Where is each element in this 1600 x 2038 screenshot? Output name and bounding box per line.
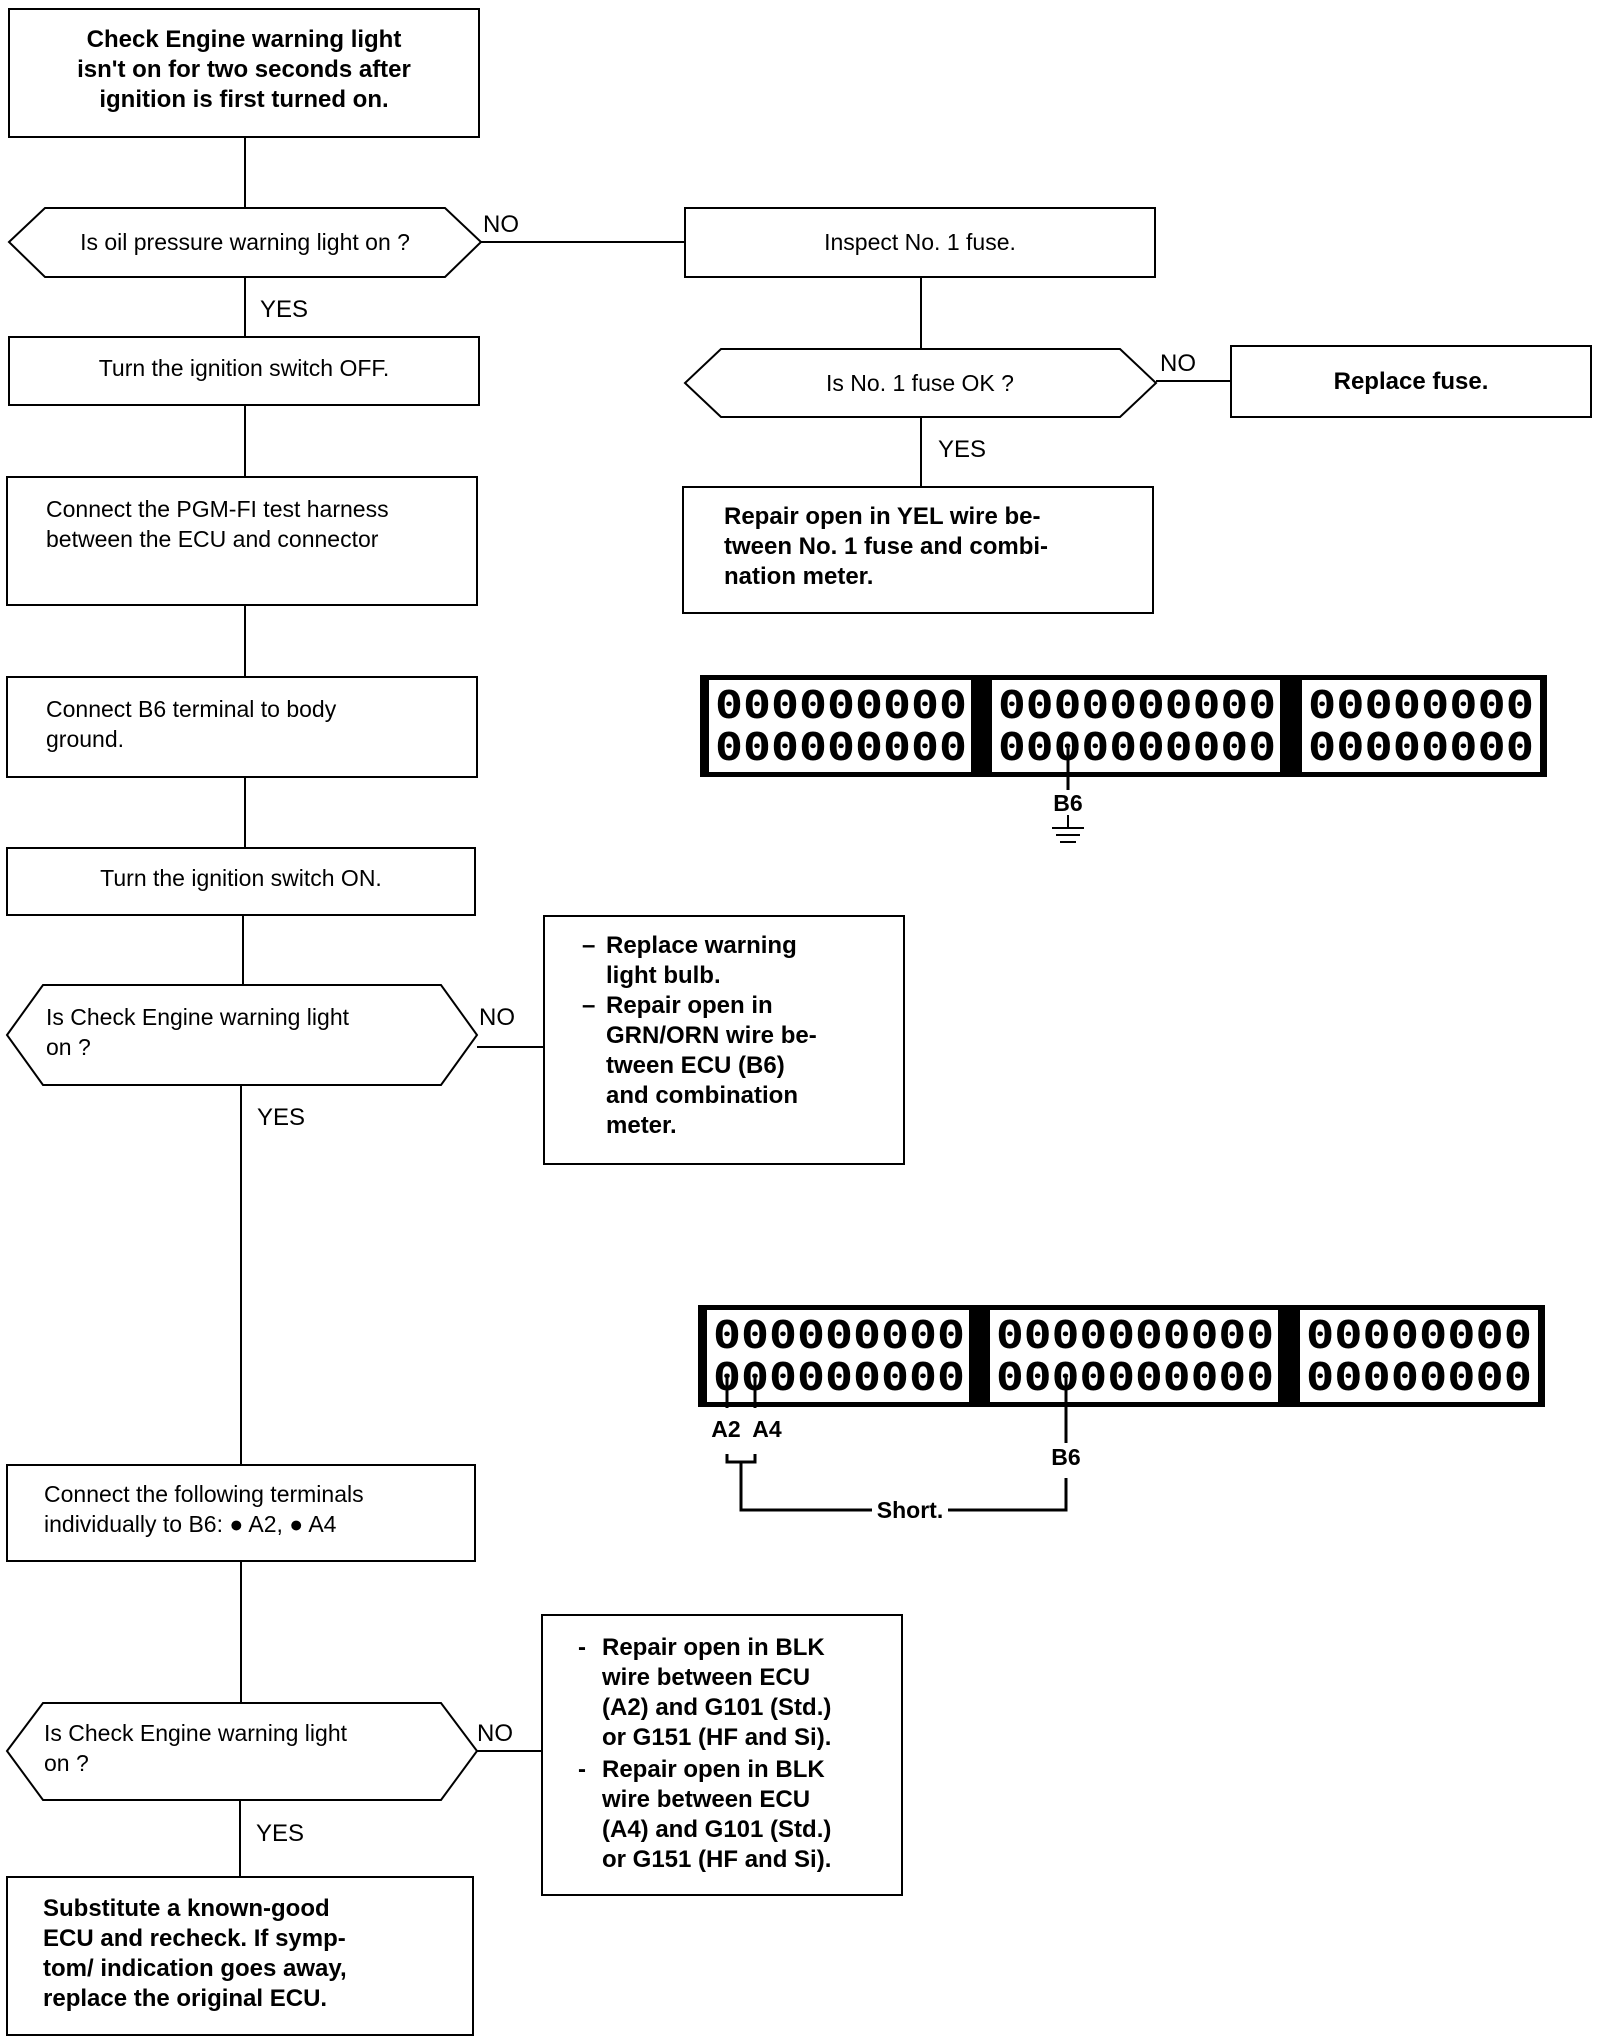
- b6-label: B6: [1051, 1444, 1080, 1470]
- step-text: Replace warning: [606, 932, 797, 959]
- step-text: replace the original ECU.: [43, 1985, 327, 2012]
- step-text: wire between ECU: [601, 1664, 810, 1691]
- step-text: between the ECU and connector: [46, 526, 379, 552]
- check-engine-decision-1: [5, 984, 479, 1086]
- connector-section: [707, 1310, 969, 1402]
- connector-pin-row: 00000000: [1308, 683, 1534, 727]
- question-text: Is Check Engine warning light: [46, 1004, 350, 1030]
- step-text: (A2) and G101 (Std.): [602, 1694, 831, 1721]
- ecu-connector-1: 000000000 0000000000 00000000 000000000 …: [700, 675, 1547, 843]
- step-text: ignition is first turned on.: [99, 86, 388, 113]
- ground-icon: [1052, 815, 1084, 843]
- connector-pin-row: 000000000: [715, 683, 967, 727]
- yes-label: YES: [257, 1104, 305, 1131]
- question-text: Is oil pressure warning light on ?: [80, 229, 410, 255]
- step-text: Turn the ignition switch ON.: [100, 865, 382, 891]
- repair-blk-box: [541, 1614, 903, 1896]
- jumper-join: [725, 1454, 757, 1464]
- connector-section: [992, 680, 1280, 772]
- step-text: Substitute a known-good: [43, 1895, 330, 1922]
- step-text: ECU and recheck. If symp-: [43, 1925, 346, 1952]
- connector-pin-row: 000000000: [713, 1355, 965, 1399]
- question-text: Is Check Engine warning light: [44, 1720, 348, 1746]
- ignition-off-box: [8, 336, 480, 406]
- step-text: Repair open in BLK: [602, 1634, 825, 1661]
- substitute-ecu-box: [6, 1876, 474, 2036]
- step-text: isn't on for two seconds after: [77, 56, 411, 83]
- step-text: wire between ECU: [601, 1786, 810, 1813]
- yes-label: YES: [256, 1820, 304, 1847]
- step-text: individually to B6: ● A2, ● A4: [44, 1511, 337, 1537]
- b6-label: B6: [1053, 790, 1082, 816]
- yes-label: YES: [260, 296, 308, 323]
- step-text: or G151 (HF and Si).: [602, 1724, 831, 1751]
- step-text: (A4) and G101 (Std.): [602, 1816, 831, 1843]
- question-text: on ?: [46, 1034, 91, 1060]
- check-engine-decision-2: [5, 1702, 479, 1801]
- step-text: GRN/ORN wire be-: [606, 1022, 817, 1049]
- yes-label: YES: [938, 436, 986, 463]
- question-text: on ?: [44, 1750, 89, 1776]
- start-box: [8, 8, 480, 138]
- step-text: Replace fuse.: [1334, 368, 1489, 395]
- step-text: tom/ indication goes away,: [43, 1955, 347, 1982]
- step-text: Connect the following terminals: [44, 1481, 364, 1507]
- bullet-dash: –: [582, 992, 595, 1019]
- bullet-dash: –: [582, 932, 595, 959]
- step-text: tween ECU (B6): [606, 1052, 785, 1079]
- step-text: Repair open in: [606, 992, 773, 1019]
- connector-pin-row: 0000000000: [996, 1355, 1274, 1399]
- no-label: NO: [1160, 350, 1196, 377]
- no-label: NO: [479, 1004, 515, 1031]
- no-label: NO: [477, 1720, 513, 1747]
- step-text: or G151 (HF and Si).: [602, 1846, 831, 1873]
- step-text: Connect the PGM-FI test harness: [46, 496, 389, 522]
- connector-pin-row: 0000000000: [998, 683, 1276, 727]
- ignition-on-box: [6, 847, 476, 916]
- connector-pin-row: 000000000: [715, 725, 967, 769]
- ecu-connector-2: 000000000 0000000000 00000000 000000000 …: [698, 1305, 1545, 1523]
- jumper-wire: [948, 1478, 1068, 1512]
- connect-b6-box: [6, 676, 478, 778]
- fuse-ok-decision: [683, 348, 1158, 418]
- a4-label: A4: [752, 1416, 782, 1442]
- bullet-dash: -: [578, 1756, 586, 1783]
- no-label: NO: [483, 211, 519, 238]
- connector-pin-row: 00000000: [1306, 1313, 1532, 1357]
- step-text: Check Engine warning light: [87, 26, 402, 53]
- connector-section: [709, 680, 971, 772]
- inspect-fuse-box: [684, 207, 1156, 278]
- step-text: meter.: [606, 1112, 677, 1139]
- step-text: nation meter.: [724, 563, 873, 590]
- oil-pressure-decision: [7, 207, 483, 278]
- connector-pin-row: 0000000000: [996, 1313, 1274, 1357]
- short-label: Short.: [877, 1497, 943, 1523]
- connector-pin-row: 00000000: [1308, 725, 1534, 769]
- jumper-wire: [739, 1462, 872, 1512]
- connect-terminals-box: [6, 1464, 476, 1562]
- connector-pin-row: 000000000: [713, 1313, 965, 1357]
- connector-section: [1300, 1310, 1538, 1402]
- step-text: ground.: [46, 726, 124, 752]
- step-text: Repair open in YEL wire be-: [724, 503, 1041, 530]
- question-text: Is No. 1 fuse OK ?: [826, 370, 1014, 396]
- connector-pin-row: 00000000: [1306, 1355, 1532, 1399]
- connector-section: [990, 1310, 1278, 1402]
- step-text: light bulb.: [606, 962, 721, 989]
- connector-section: [1302, 680, 1540, 772]
- step-text: Connect B6 terminal to body: [46, 696, 337, 722]
- replace-fuse-box: [1230, 345, 1592, 418]
- step-text: tween No. 1 fuse and combi-: [724, 533, 1048, 560]
- repair-bulb-box: [543, 915, 905, 1165]
- connect-harness-box: [6, 476, 478, 606]
- connector-pin-row: 0000000000: [998, 725, 1276, 769]
- step-text: Turn the ignition switch OFF.: [99, 355, 390, 381]
- repair-yel-box: [682, 486, 1154, 614]
- bullet-dash: -: [578, 1634, 586, 1661]
- step-text: and combination: [606, 1082, 798, 1109]
- a2-label: A2: [711, 1416, 740, 1442]
- step-text: Repair open in BLK: [602, 1756, 825, 1783]
- step-text: Inspect No. 1 fuse.: [824, 229, 1016, 255]
